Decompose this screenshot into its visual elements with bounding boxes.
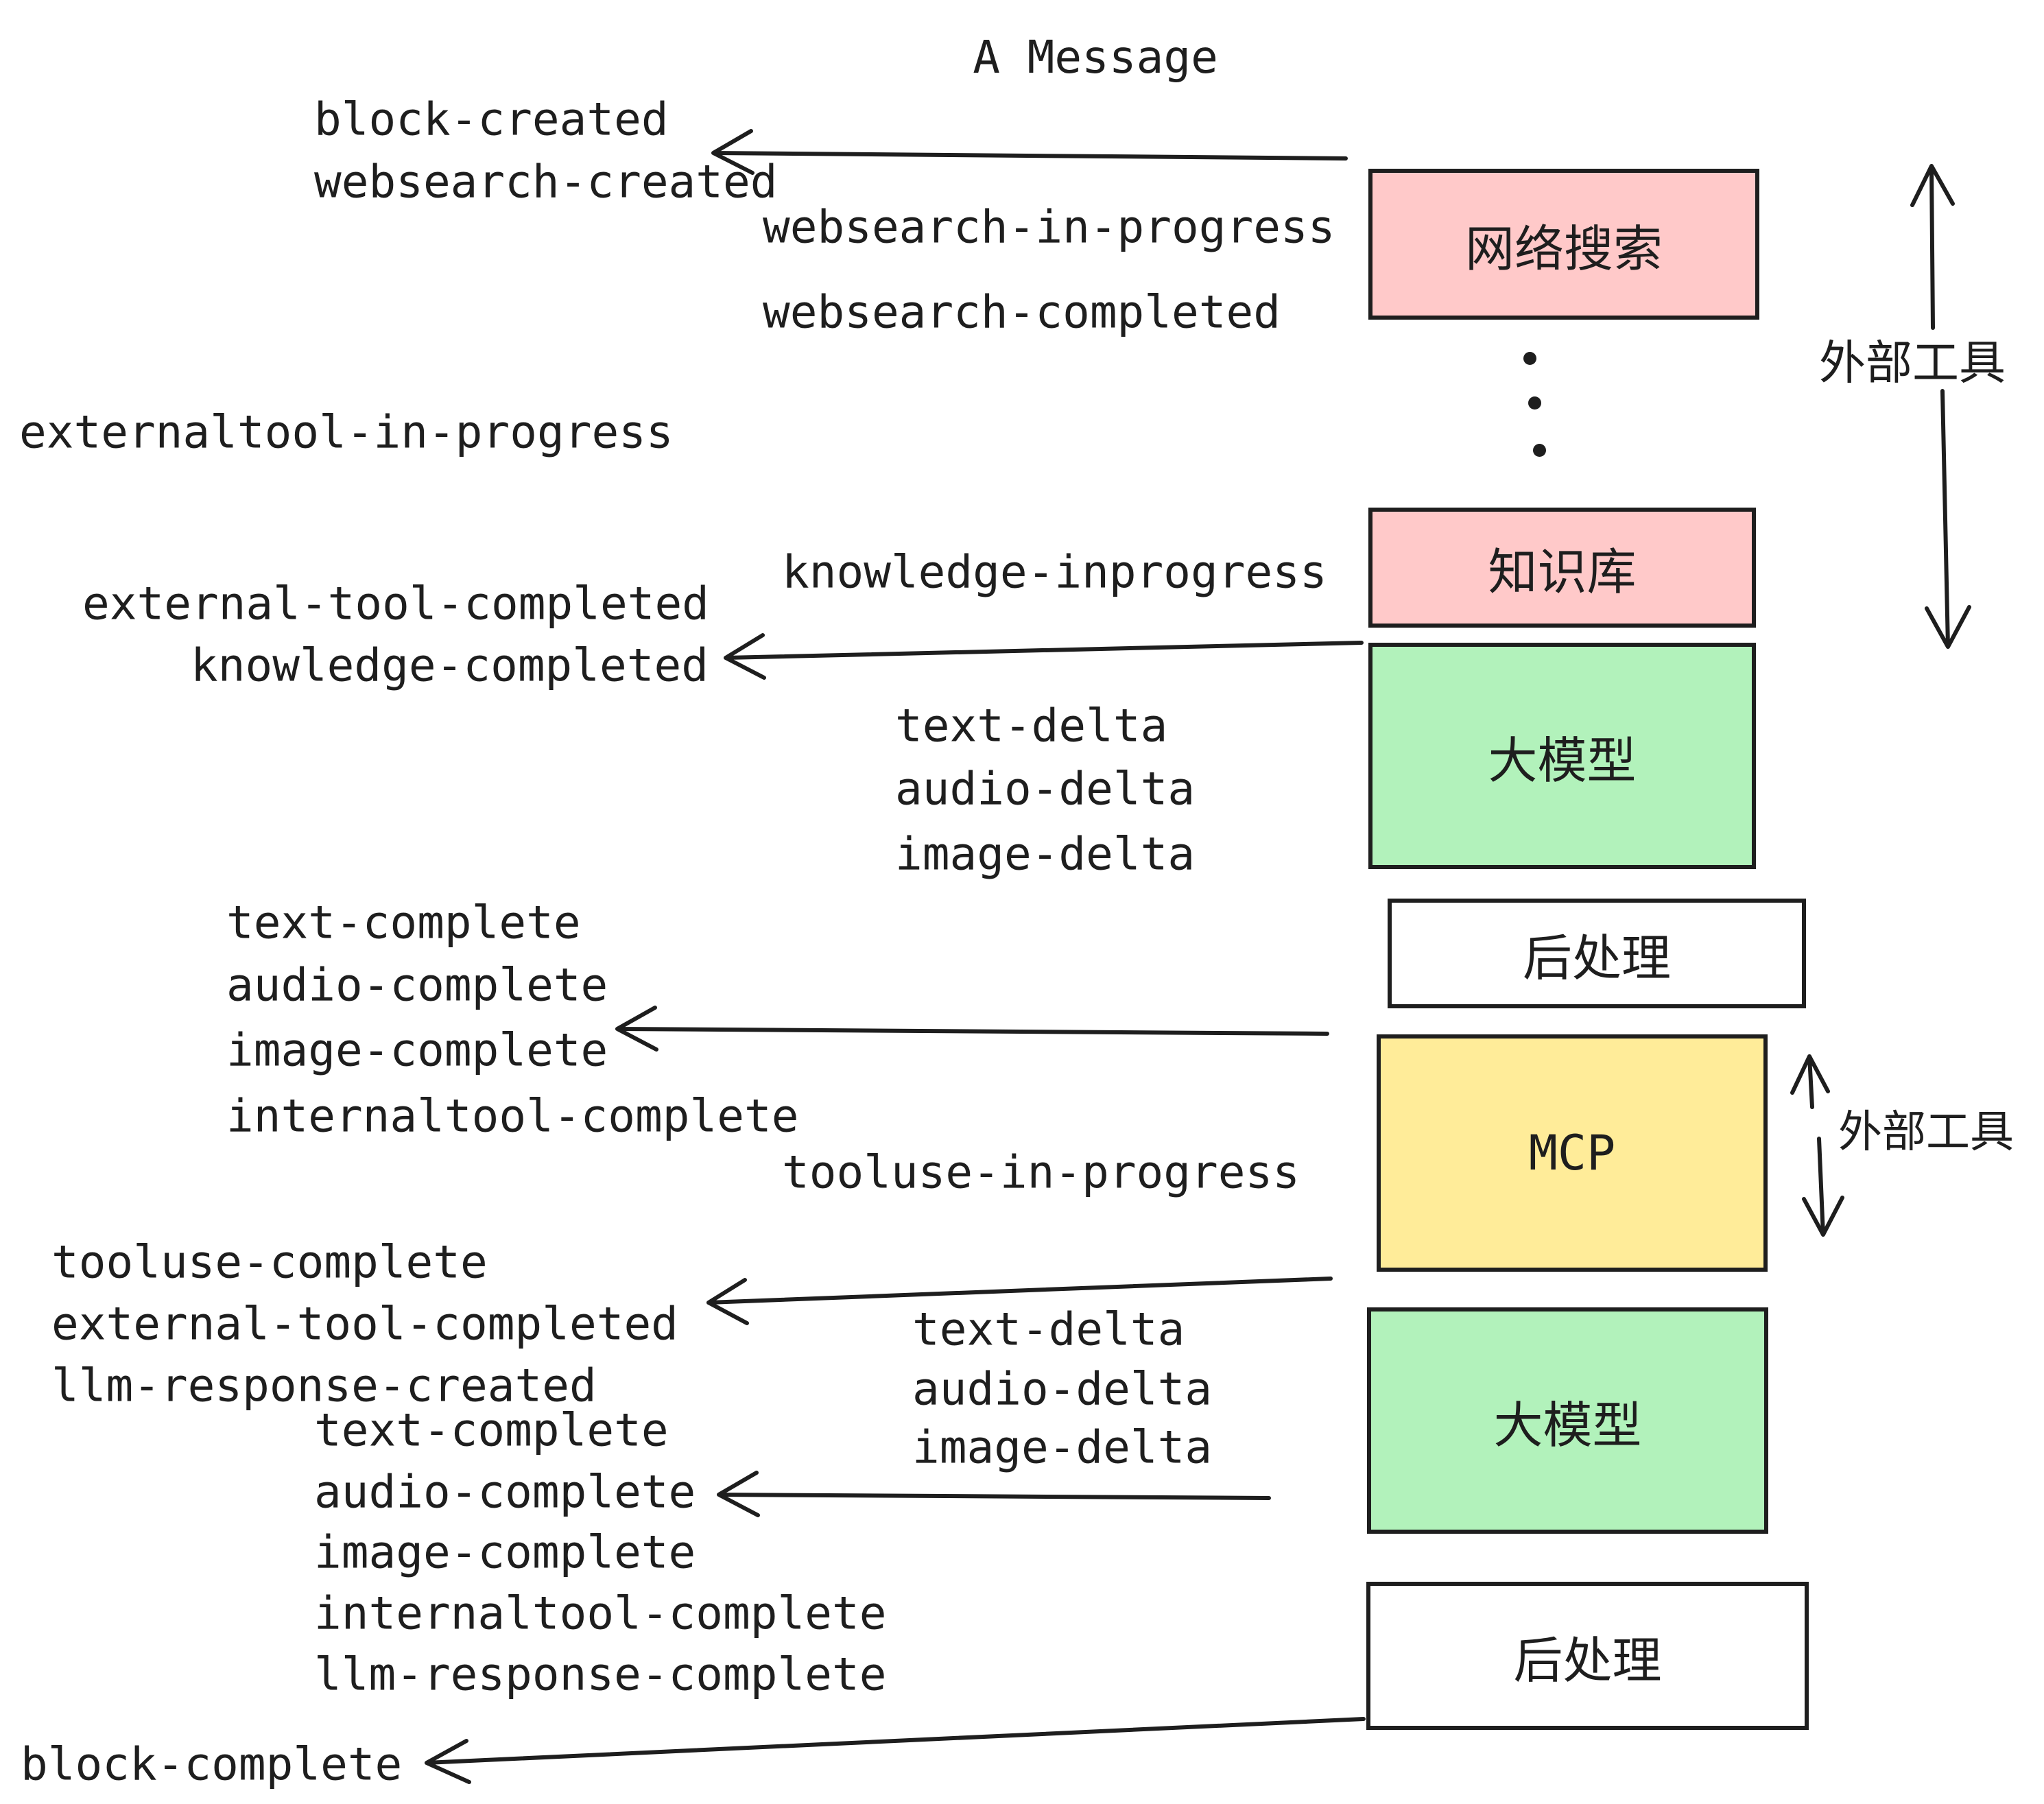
event-label-internaltool-complete-2: internaltool-complete — [314, 1587, 887, 1640]
event-label-websearch-in-progress: websearch-in-progress — [763, 200, 1335, 254]
event-label-text-complete-2: text-complete — [314, 1403, 669, 1457]
event-label-knowledge-inprogress: knowledge-inprogress — [782, 545, 1327, 599]
event-label-websearch-completed: websearch-completed — [763, 285, 1281, 339]
arrow-external-tools-1-down — [1925, 389, 1971, 649]
event-label-block-complete: block-complete — [21, 1737, 403, 1791]
node-llm-2-label: 大模型 — [1493, 1396, 1642, 1454]
event-label-image-delta: image-delta — [895, 827, 1196, 881]
event-label-llm-response-complete: llm-response-complete — [314, 1648, 887, 1701]
arrow-image-complete — [615, 1006, 1329, 1052]
node-llm-1-label: 大模型 — [1488, 731, 1637, 790]
node-knowledge-base: 知识库 — [1368, 508, 1756, 628]
event-label-image-delta-2: image-delta — [912, 1421, 1213, 1474]
event-label-websearch-created: websearch-created — [314, 155, 778, 209]
event-label-tooluse-complete: tooluse-complete — [51, 1235, 488, 1289]
arrow-external-tools-2-up — [1790, 1054, 1830, 1109]
event-label-external-tool-completed-2: external-tool-completed — [51, 1297, 678, 1351]
event-label-internaltool-complete: internaltool-complete — [226, 1089, 799, 1143]
event-label-audio-delta-2: audio-delta — [912, 1362, 1213, 1416]
diagram-title: A Message — [973, 31, 1218, 84]
event-label-externaltool-in-progress: externaltool-in-progress — [19, 405, 674, 459]
node-postprocess-1: 后处理 — [1388, 899, 1806, 1008]
event-label-image-complete-2: image-complete — [314, 1526, 696, 1579]
ellipsis-dot — [1523, 352, 1536, 365]
event-label-audio-complete: audio-complete — [226, 958, 608, 1012]
node-websearch-label: 网络搜索 — [1464, 219, 1663, 278]
event-label-text-delta-2: text-delta — [912, 1303, 1185, 1356]
node-mcp: MCP — [1377, 1034, 1768, 1272]
arrow-external-tools-1-up — [1910, 164, 1955, 330]
event-label-block-created: block-created — [314, 93, 669, 146]
node-postprocess-2: 后处理 — [1366, 1582, 1809, 1730]
event-label-audio-complete-2: audio-complete — [314, 1465, 696, 1519]
node-knowledge-base-label: 知识库 — [1488, 543, 1637, 601]
ellipsis-dot — [1533, 444, 1546, 457]
arrow-block-created — [711, 129, 1348, 175]
external-tools-label-1: 外部工具 — [1819, 336, 2006, 391]
event-label-external-tool-completed: external-tool-completed — [82, 577, 709, 630]
external-tools-label-2: 外部工具 — [1838, 1107, 2014, 1158]
event-label-knowledge-completed: knowledge-completed — [191, 639, 709, 692]
node-llm-2: 大模型 — [1367, 1307, 1768, 1534]
arrow-audio-complete — [717, 1471, 1271, 1517]
event-label-image-complete: image-complete — [226, 1023, 608, 1077]
event-label-audio-delta: audio-delta — [895, 762, 1196, 816]
ellipsis-dot — [1528, 396, 1541, 410]
event-label-text-complete: text-complete — [226, 896, 581, 949]
arrow-external-tools-2-down — [1802, 1137, 1844, 1237]
node-postprocess-2-label: 后处理 — [1513, 1631, 1662, 1689]
node-postprocess-1-label: 后处理 — [1522, 929, 1671, 987]
arrow-knowledge-completed — [724, 633, 1364, 680]
node-llm-1: 大模型 — [1368, 643, 1756, 869]
event-label-text-delta: text-delta — [895, 699, 1168, 752]
node-websearch: 网络搜索 — [1368, 169, 1759, 320]
event-label-llm-response-created: llm-response-created — [51, 1359, 597, 1412]
node-mcp-label: MCP — [1528, 1125, 1616, 1181]
event-label-tooluse-in-progress: tooluse-in-progress — [782, 1146, 1300, 1199]
arrow-block-complete — [425, 1717, 1366, 1784]
